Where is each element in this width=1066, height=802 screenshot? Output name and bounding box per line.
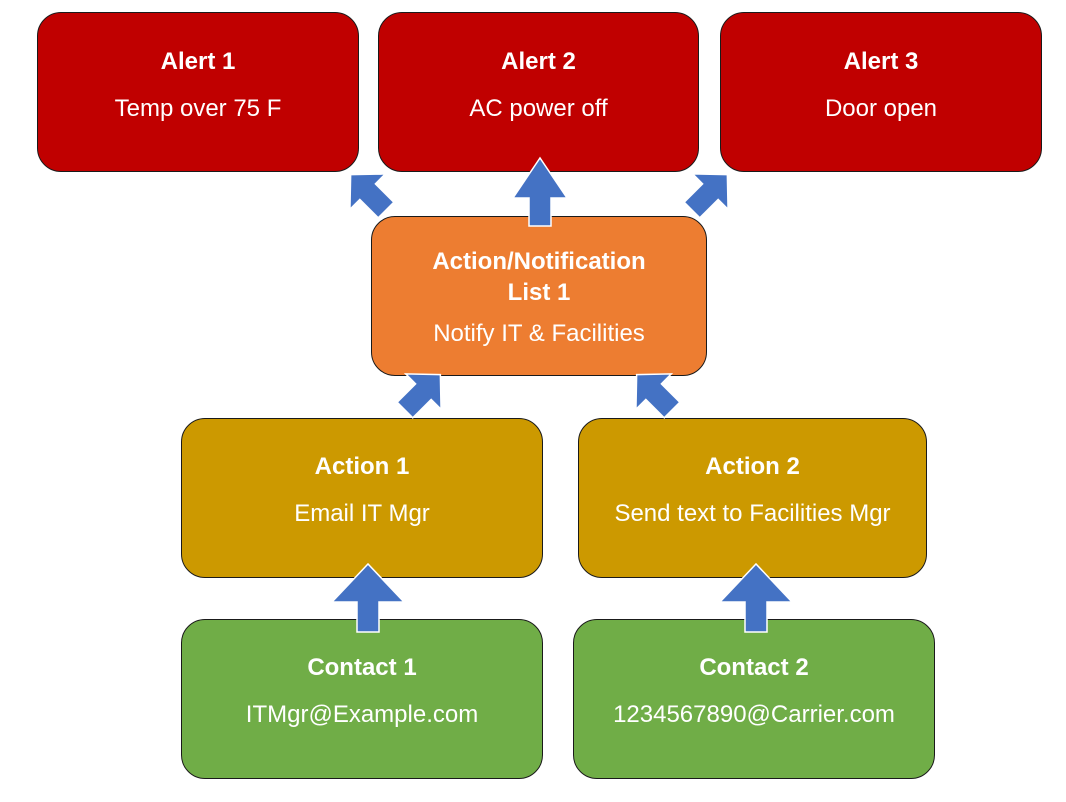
list-text: Notify IT & Facilities (433, 320, 645, 347)
action-notification-list-box: Action/Notification List 1 Notify IT & F… (371, 216, 707, 376)
alert-1-title: Alert 1 (160, 48, 236, 75)
list-title-line-1: Action/Notification (432, 248, 646, 275)
list-title-line-2: List 1 (507, 279, 571, 306)
action-1-title: Action 1 (314, 453, 410, 480)
alert-2-text: AC power off (469, 95, 608, 122)
alert-1-box: Alert 1 Temp over 75 F (37, 12, 359, 172)
alert-3-text: Door open (824, 95, 938, 122)
alert-2-box: Alert 2 AC power off (378, 12, 699, 172)
alert-2-title: Alert 2 (501, 48, 576, 75)
action-2-box: Action 2 Send text to Facilities Mgr (578, 418, 927, 578)
action-2-text: Send text to Facilities Mgr (614, 500, 891, 527)
alert-3-title: Alert 3 (843, 48, 919, 75)
action-1-text: Email IT Mgr (294, 500, 430, 527)
arrow-action-1-to-list (396, 373, 442, 419)
action-1-box: Action 1 Email IT Mgr (181, 418, 543, 578)
contact-1-title: Contact 1 (307, 654, 417, 681)
arrow-contact-1-to-action-1 (330, 562, 406, 633)
alert-3-box: Alert 3 Door open (720, 12, 1042, 172)
alert-1-text: Temp over 75 F (114, 95, 282, 122)
arrow-contact-2-to-action-2 (718, 562, 794, 633)
arrow-list-to-alert-1 (349, 173, 395, 219)
contact-2-title: Contact 2 (699, 654, 809, 681)
arrow-list-to-alert-2 (511, 156, 569, 227)
action-2-title: Action 2 (705, 453, 800, 480)
contact-2-box: Contact 2 1234567890@Carrier.com (573, 619, 935, 779)
contact-2-text: 1234567890@Carrier.com (613, 701, 895, 728)
contact-1-text: ITMgr@Example.com (245, 701, 479, 728)
arrow-list-to-alert-3 (683, 173, 729, 219)
arrow-action-2-to-list (635, 373, 681, 419)
